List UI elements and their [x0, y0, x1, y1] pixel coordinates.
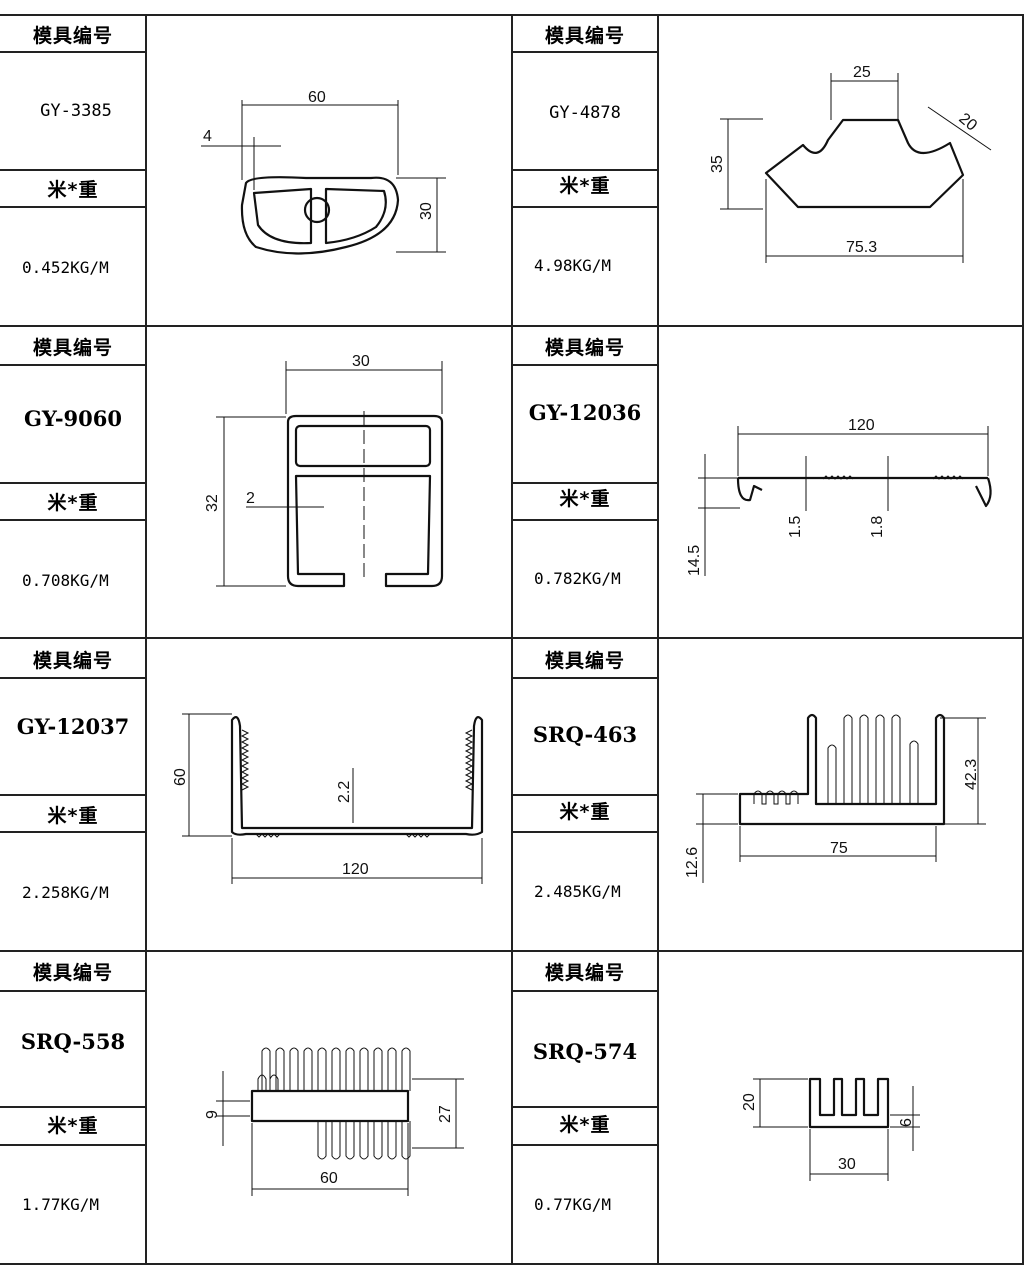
- product-weight: 4.98KG/M: [534, 255, 612, 275]
- product-code: SRQ-463: [532, 721, 638, 747]
- dim-label: 60: [308, 89, 326, 106]
- dim-label: 20: [741, 1093, 758, 1111]
- weight-label: 米*重: [47, 178, 99, 201]
- product-weight: 0.708KG/M: [22, 570, 109, 590]
- product-code: SRQ-558: [20, 1028, 126, 1054]
- dim-label: 75.3: [846, 239, 877, 256]
- product-code: GY-12037: [16, 713, 130, 739]
- profile-drawing-gy-4878: 25 20 35 75.3: [709, 64, 992, 263]
- mold-no-label: 模具编号: [544, 961, 625, 984]
- weight-label: 米*重: [559, 1113, 611, 1136]
- dim-label: 20: [955, 110, 980, 135]
- dim-label: 14.5: [686, 545, 703, 576]
- grid-line: [511, 14, 513, 1264]
- weight-label: 米*重: [559, 800, 611, 823]
- dim-label: 30: [352, 353, 370, 370]
- mold-no-label: 模具编号: [32, 649, 113, 672]
- mold-no-label: 模具编号: [32, 336, 113, 359]
- dim-label: 6: [898, 1118, 915, 1127]
- dim-label: 42.3: [963, 759, 980, 790]
- dim-label: 12.6: [684, 847, 701, 878]
- profile-drawing-gy-12037: 60 2.2 120: [172, 713, 484, 884]
- dim-label: 9: [204, 1110, 221, 1119]
- profile-drawing-srq-463: 42.3 12.6 75: [684, 713, 986, 883]
- dim-label: 25: [853, 64, 871, 81]
- product-weight: 1.77KG/M: [22, 1195, 100, 1214]
- product-code: GY-4878: [549, 103, 621, 123]
- dim-label: 2.2: [336, 781, 353, 803]
- mold-no-label: 模具编号: [544, 336, 625, 359]
- product-code: GY-3385: [40, 101, 112, 121]
- grid-line: [145, 14, 147, 1264]
- dim-label: 120: [848, 417, 875, 434]
- profile-drawing-srq-558: 9 27 60: [204, 1047, 464, 1196]
- dim-label: 30: [418, 202, 435, 220]
- dim-label: 60: [172, 768, 189, 786]
- weight-label: 米*重: [559, 174, 611, 197]
- dim-label: 30: [838, 1156, 856, 1173]
- dim-label: 120: [342, 861, 369, 878]
- product-weight: 0.77KG/M: [534, 1195, 612, 1214]
- weight-label: 米*重: [559, 487, 611, 510]
- grid-line: [657, 14, 659, 1264]
- mold-no-label: 模具编号: [32, 961, 113, 984]
- mold-no-label: 模具编号: [32, 24, 113, 47]
- profile-drawing-gy-9060: 30 32 2: [204, 353, 444, 588]
- dim-label: 27: [437, 1105, 454, 1123]
- dim-label: 75: [830, 840, 848, 857]
- product-weight: 0.452KG/M: [22, 257, 109, 277]
- profile-drawing-gy-3385: 60 4 30: [201, 89, 446, 255]
- product-weight: 0.782KG/M: [534, 568, 621, 588]
- profile-drawing-gy-12036: 120 1.5 1.8 14.5: [686, 417, 992, 576]
- profile-drawing-srq-574: 20 6 30: [741, 1077, 920, 1181]
- product-code: GY-9060: [24, 405, 122, 431]
- dim-label: 32: [204, 494, 221, 512]
- dim-label: 2: [246, 490, 255, 507]
- product-weight: 2.485KG/M: [534, 881, 621, 901]
- weight-label: 米*重: [47, 1114, 99, 1137]
- dim-label: 1.8: [869, 516, 886, 538]
- weight-label: 米*重: [47, 804, 99, 827]
- dim-label: 35: [709, 155, 726, 173]
- grid-line: [0, 1263, 1024, 1265]
- grid-line: [1022, 14, 1024, 1264]
- dim-label: 60: [320, 1170, 338, 1187]
- dim-label: 1.5: [787, 516, 804, 538]
- product-code: GY-12036: [528, 399, 642, 425]
- product-code: SRQ-574: [532, 1038, 638, 1064]
- weight-label: 米*重: [47, 491, 99, 514]
- dim-label: 4: [203, 128, 212, 145]
- mold-no-label: 模具编号: [544, 649, 625, 672]
- mold-no-label: 模具编号: [544, 24, 625, 47]
- product-weight: 2.258KG/M: [22, 882, 109, 902]
